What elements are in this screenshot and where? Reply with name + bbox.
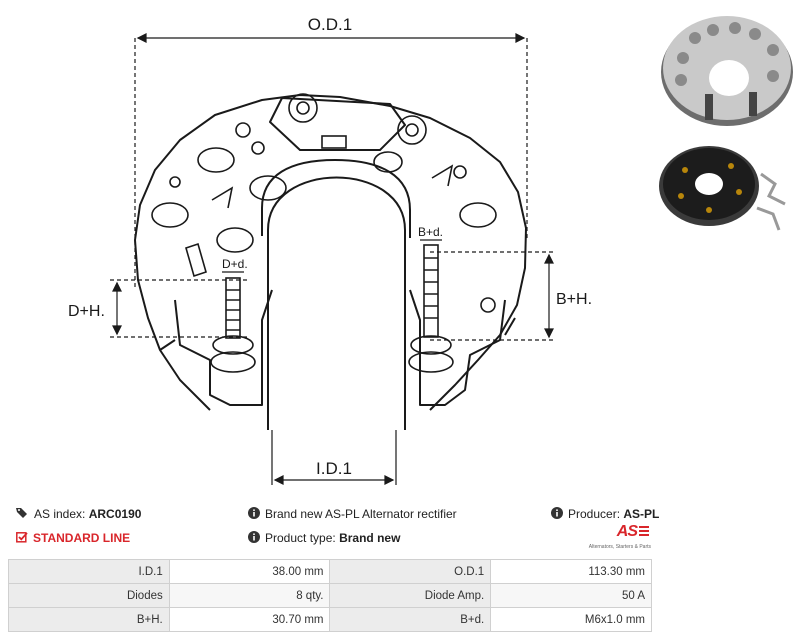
spec-label: B+H. — [8, 607, 170, 632]
info-icon — [248, 506, 260, 523]
as-index: AS index: ARC0190 — [16, 506, 141, 523]
bd-dimension-label: B+d. — [418, 225, 443, 239]
spec-value: M6x1.0 mm — [490, 607, 652, 632]
as-index-label: AS index: — [34, 507, 86, 521]
screw-right — [408, 244, 454, 373]
product-photo-bottom — [655, 134, 797, 238]
producer-label: Producer: — [568, 507, 621, 521]
spec-label: I.D.1 — [8, 559, 170, 584]
info-icon — [248, 530, 260, 547]
specifications-table: I.D.1 38.00 mm O.D.1 113.30 mm Diodes 8 … — [8, 559, 652, 632]
product-type: Product type: Brand new — [248, 530, 400, 547]
standard-line-text: STANDARD LINE — [33, 531, 131, 545]
id-dimension-label: I.D.1 — [316, 459, 352, 478]
standard-line-badge: STANDARD LINE — [16, 530, 130, 547]
producer-value: AS-PL — [623, 507, 660, 521]
spec-label: Diodes — [8, 583, 170, 608]
tags-icon — [16, 507, 29, 523]
spec-value: 30.70 mm — [168, 607, 331, 632]
spec-value: 113.30 mm — [490, 559, 652, 584]
dd-dimension-label: D+d. — [222, 257, 248, 271]
table-row: I.D.1 38.00 mm O.D.1 113.30 mm — [8, 559, 652, 584]
table-row: B+H. 30.70 mm B+d. M6x1.0 mm — [8, 607, 652, 632]
spec-label: O.D.1 — [329, 559, 492, 584]
info-icon — [551, 506, 563, 523]
od-dimension-label: O.D.1 — [308, 15, 352, 34]
spec-value: 8 qty. — [168, 583, 331, 608]
spec-label: Diode Amp. — [329, 583, 492, 608]
logo-wordmark: AS — [616, 523, 638, 540]
dimension-lines — [110, 33, 555, 485]
table-row: Diodes 8 qty. Diode Amp. 50 A — [8, 583, 652, 608]
bh-dimension-label: B+H. — [556, 291, 592, 308]
spec-value: 50 A — [490, 583, 652, 608]
diode-holes — [151, 93, 497, 313]
rectifier-outline — [134, 94, 527, 430]
logo-stripes-icon — [639, 526, 649, 538]
spec-label: B+d. — [329, 607, 492, 632]
screw-left — [210, 277, 256, 373]
rectifier-technical-drawing: O.D.1 I.D.1 D+H. B+H. D+d. B+d. — [68, 15, 592, 485]
as-index-value: ARC0190 — [88, 507, 142, 521]
dh-dimension-label: D+H. — [68, 303, 105, 320]
spec-value: 38.00 mm — [168, 559, 331, 584]
product-type-value: Brand new — [339, 531, 401, 545]
checkbox-checked-icon — [16, 531, 28, 547]
logo-tagline: Alternators, Starters & Parts — [588, 544, 651, 550]
product-photo-top — [655, 8, 797, 130]
as-pl-logo: AS Alternators, Starters & Parts — [585, 523, 651, 553]
product-description: Brand new AS-PL Alternator rectifier — [248, 506, 457, 523]
product-type-label: Product type: — [265, 531, 336, 545]
producer: Producer: AS-PL — [551, 506, 659, 523]
description-text: Brand new AS-PL Alternator rectifier — [265, 507, 457, 521]
